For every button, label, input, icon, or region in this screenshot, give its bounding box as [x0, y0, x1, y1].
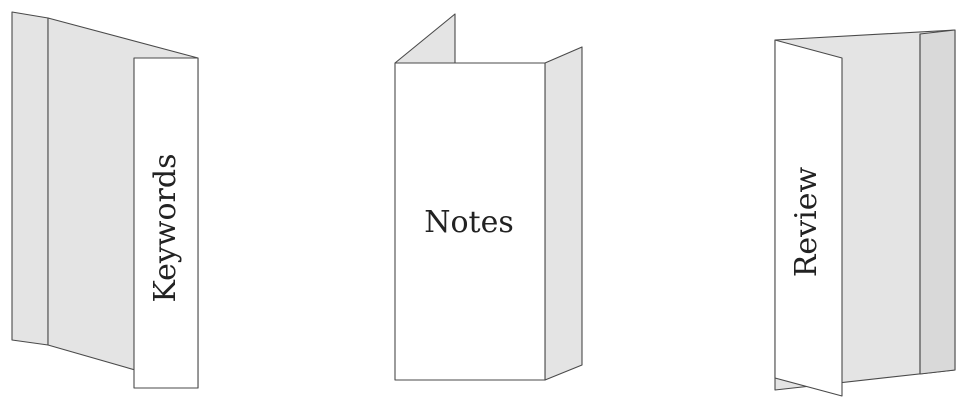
- keywords-label: Keywords: [148, 154, 183, 303]
- notes-right-panel: [545, 47, 582, 380]
- keywords-foldable: Keywords: [12, 12, 198, 388]
- review-label: Review: [789, 167, 824, 278]
- review-foldable: Review: [775, 30, 955, 396]
- notes-label: Notes: [424, 205, 514, 240]
- review-right-panel: [920, 30, 955, 374]
- notes-foldable: Notes: [395, 14, 582, 380]
- notes-top-fold-flap: [395, 14, 455, 63]
- keywords-left-panel: [12, 12, 48, 345]
